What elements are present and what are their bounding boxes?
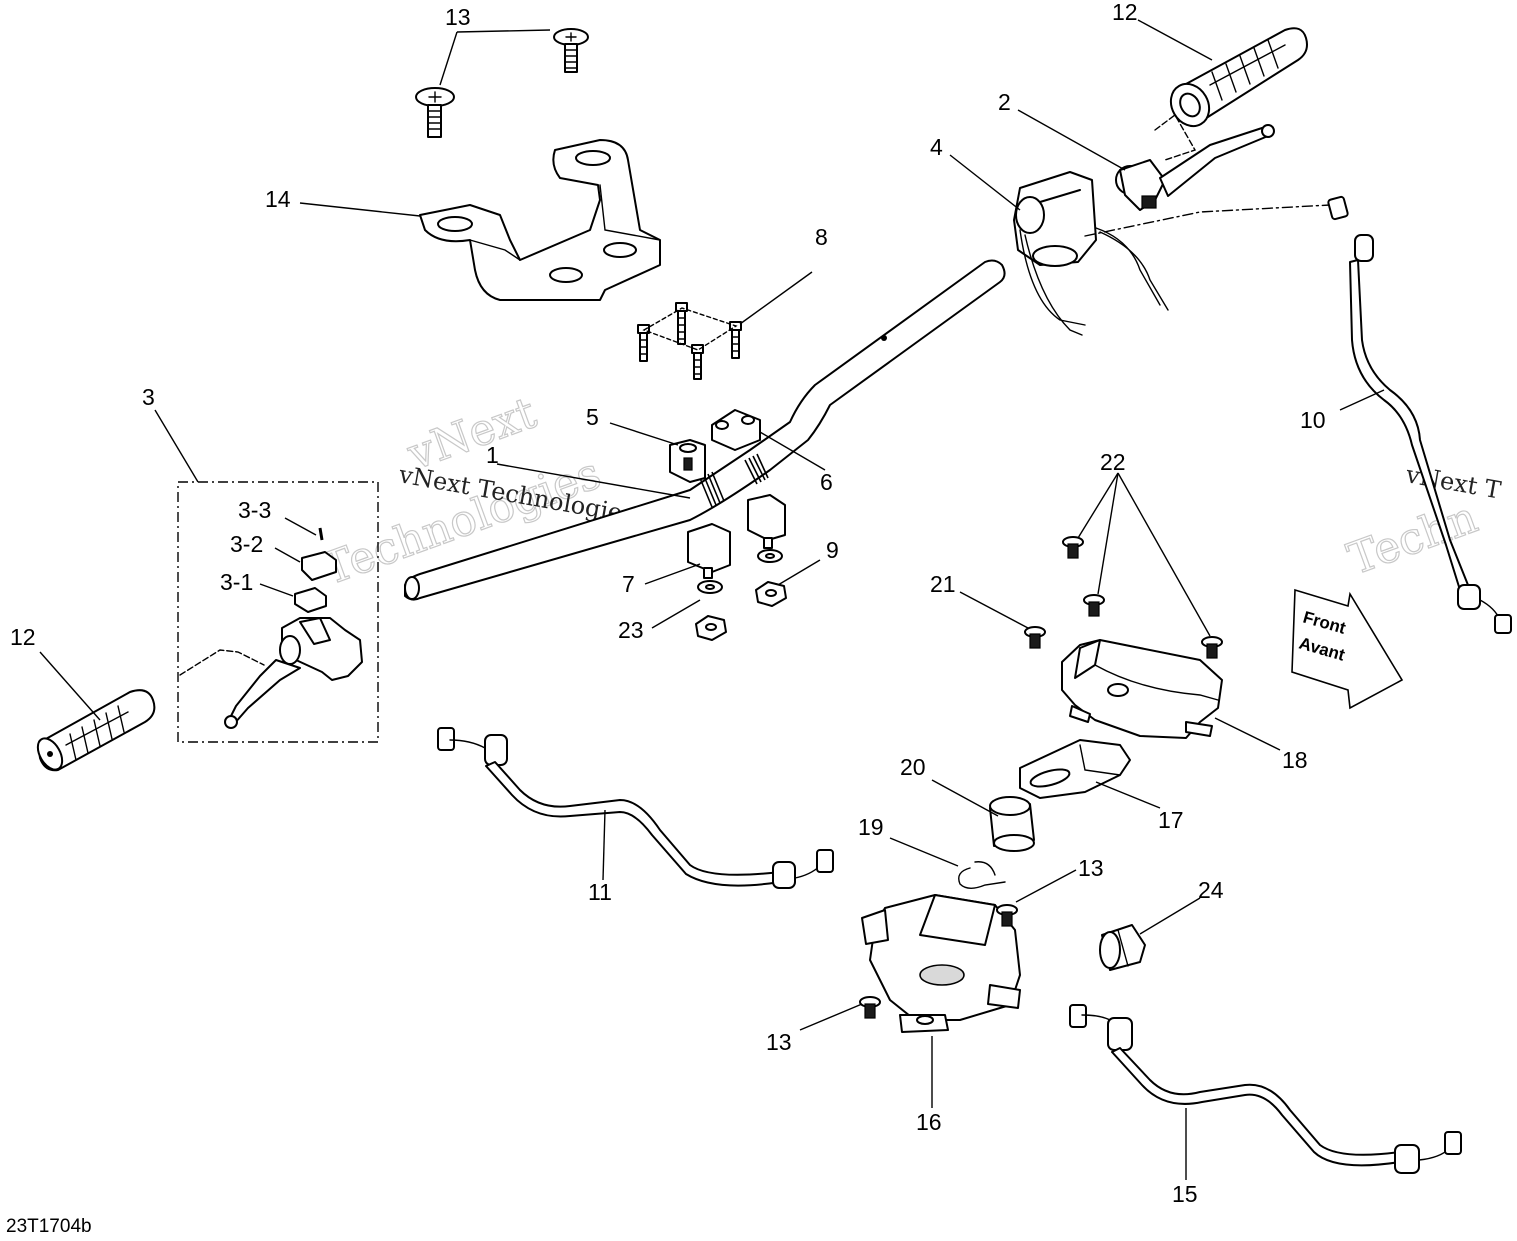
bracket-14 xyxy=(419,139,661,301)
plate-17 xyxy=(1019,739,1131,799)
bushing-20 xyxy=(989,796,1035,852)
callout-16: 16 xyxy=(916,1109,942,1135)
callout-2: 2 xyxy=(998,89,1011,115)
callout-13-top: 13 xyxy=(445,4,471,30)
callout-1: 1 xyxy=(486,442,499,468)
handlebar-1 xyxy=(404,259,1006,601)
callout-9: 9 xyxy=(826,537,839,563)
lever-assembly-3 xyxy=(177,481,379,743)
clip-19 xyxy=(958,861,1006,889)
callout-6: 6 xyxy=(820,469,833,495)
callout-22: 22 xyxy=(1100,449,1126,475)
switch-4 xyxy=(1013,171,1169,336)
cable-15 xyxy=(1069,1004,1462,1174)
washers-9-23 xyxy=(695,549,787,641)
housing-16 xyxy=(861,894,1021,1033)
callout-4: 4 xyxy=(930,134,943,160)
callout-13-bottom: 13 xyxy=(766,1029,792,1055)
callout-8: 8 xyxy=(815,224,828,250)
grip-right-12 xyxy=(1169,27,1308,128)
callout-3: 3 xyxy=(142,384,155,410)
front-direction-arrow: Front Avant xyxy=(1291,588,1404,710)
screw-22-c xyxy=(1201,636,1223,659)
callout-17: 17 xyxy=(1158,807,1184,833)
leader-lines xyxy=(39,19,1385,1180)
screw-22-b xyxy=(1083,594,1105,617)
callout-3-3: 3-3 xyxy=(238,497,271,523)
callout-12-top: 12 xyxy=(1112,0,1138,25)
callout-23: 23 xyxy=(618,617,644,643)
bolts-8 xyxy=(637,302,742,380)
small-screws xyxy=(859,536,1223,1019)
callout-24: 24 xyxy=(1198,877,1224,903)
callout-14: 14 xyxy=(265,186,291,212)
grip-left-12 xyxy=(36,689,156,772)
lever-2 xyxy=(1115,113,1275,211)
callout-11: 11 xyxy=(588,879,612,905)
plug-24 xyxy=(1099,924,1146,971)
callout-19: 19 xyxy=(858,814,884,840)
clamp-6 xyxy=(711,409,761,451)
housing-cover-18 xyxy=(1061,639,1223,739)
callout-5: 5 xyxy=(586,404,599,430)
callout-10: 10 xyxy=(1300,407,1326,433)
screw-pair-13 xyxy=(415,28,589,138)
callout-3-1: 3-1 xyxy=(220,569,253,595)
callout-20: 20 xyxy=(900,754,926,780)
callout-18: 18 xyxy=(1282,747,1308,773)
cable-11 xyxy=(437,727,834,889)
clamp-5 xyxy=(669,439,706,483)
screw-13-mid xyxy=(996,904,1018,927)
screw-13-bottom xyxy=(859,996,881,1019)
callout-21: 21 xyxy=(930,571,956,597)
callout-7: 7 xyxy=(622,571,635,597)
clamp-7 xyxy=(687,494,786,579)
callout-15: 15 xyxy=(1172,1181,1198,1207)
cable-10 xyxy=(1084,195,1512,634)
callout-13-mid: 13 xyxy=(1078,855,1104,881)
screw-22-a xyxy=(1062,536,1084,559)
screw-21 xyxy=(1024,626,1046,649)
callout-labels: 13 12 2 4 14 8 3 5 1 6 10 22 3-3 3-2 3-1… xyxy=(10,0,1326,1207)
callout-12-left: 12 xyxy=(10,624,36,650)
figure-reference: 23T1704b xyxy=(6,1216,92,1237)
callout-3-2: 3-2 xyxy=(230,531,263,557)
